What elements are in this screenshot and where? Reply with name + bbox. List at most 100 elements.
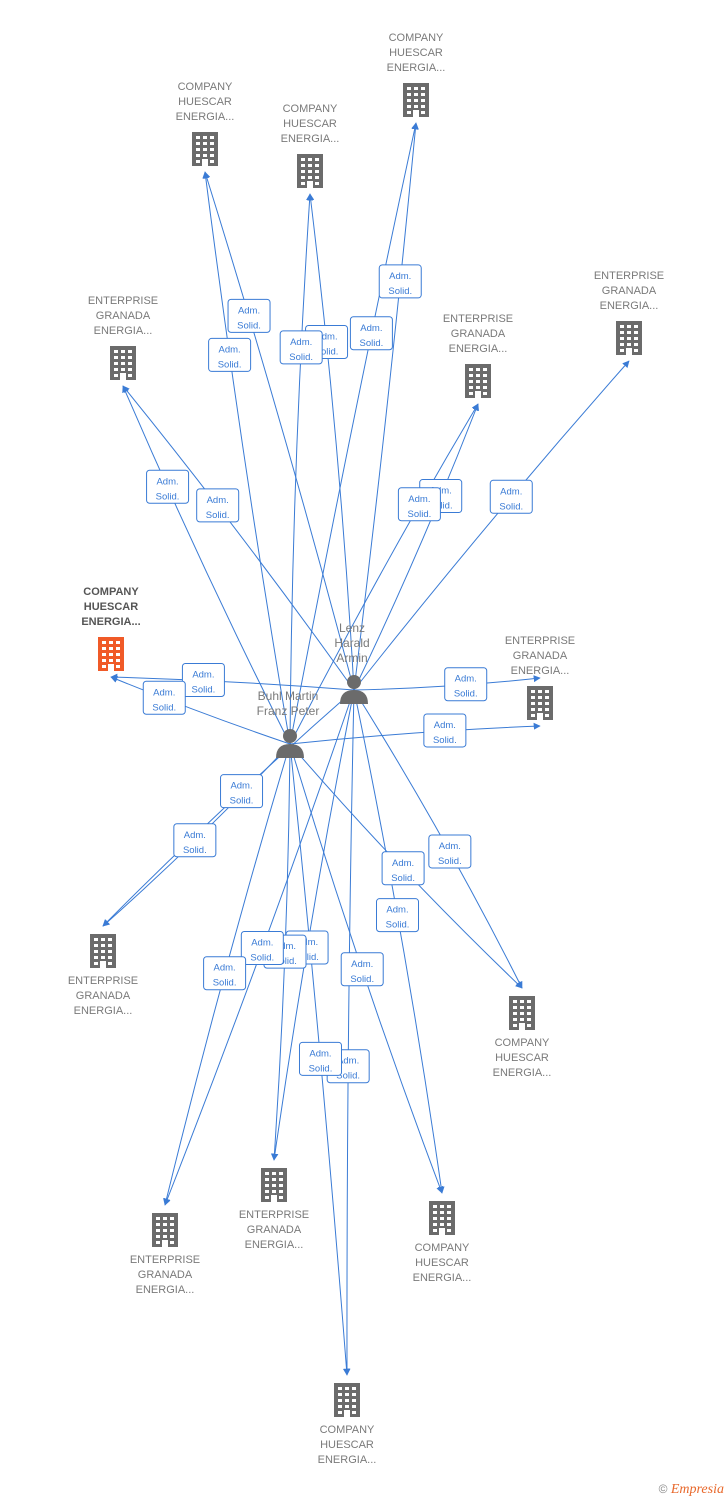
building-icon[interactable]	[429, 1201, 455, 1235]
edge-label[interactable]: Adm.Solid.	[181, 663, 225, 698]
edge-label-box	[376, 898, 420, 933]
edge-label-box	[378, 264, 422, 299]
company-label: ENERGIA...	[81, 616, 140, 628]
company-node[interactable]: COMPANYHUESCARENERGIA...	[493, 996, 552, 1079]
edge-label[interactable]: Adm.Solid.	[298, 1041, 342, 1076]
building-icon[interactable]	[403, 83, 429, 117]
building-icon[interactable]	[465, 364, 491, 398]
edge-label-box	[181, 663, 225, 698]
edge-label-text: Adm.	[315, 332, 337, 343]
company-label: ENERGIA...	[449, 343, 508, 355]
company-label: ENERGIA...	[94, 325, 153, 337]
edge-label[interactable]: Adm.Solid.	[220, 774, 264, 809]
edge-label-box	[208, 337, 252, 372]
edge-label-text: Solid.	[156, 491, 180, 502]
edge-label-text: Solid.	[289, 352, 313, 363]
edge-label[interactable]: Adm.Solid.	[227, 298, 271, 333]
company-node[interactable]: COMPANYHUESCARENERGIA...	[176, 81, 235, 166]
edge-label[interactable]: Adm.Solid.	[279, 330, 323, 365]
building-icon[interactable]	[98, 637, 124, 671]
company-label: ENTERPRISE	[443, 313, 513, 325]
edge-label[interactable]: Adm.Solid.	[376, 898, 420, 933]
building-icon[interactable]	[527, 686, 553, 720]
edge-label[interactable]: Adm.Solid.	[146, 469, 190, 504]
edge-label-text: Adm.	[238, 305, 260, 316]
edge-label[interactable]: Adm.Solid.	[381, 851, 425, 886]
edge-label-box	[173, 823, 217, 858]
edge-label-text: Solid.	[408, 509, 432, 520]
company-node[interactable]: COMPANYHUESCARENERGIA...	[387, 32, 446, 117]
edge-label-box	[298, 1041, 342, 1076]
edge-label[interactable]: Adm. Solid.	[240, 931, 284, 966]
edge-label[interactable]: Adm.Solid.	[423, 713, 467, 748]
edge-label[interactable]: Adm.Solid.	[444, 667, 488, 702]
edge-label-text: Adm.	[408, 494, 430, 505]
company-node[interactable]: COMPANYHUESCARENERGIA...	[281, 103, 340, 188]
edge-label-text: Solid.	[360, 338, 384, 349]
edge-label[interactable]: Adm.Solid.	[203, 956, 247, 991]
edge-label-text: Solid.	[315, 347, 339, 358]
building-icon[interactable]	[110, 346, 136, 380]
edge-label-text: Adm.	[500, 486, 522, 497]
building-icon[interactable]	[192, 132, 218, 166]
building-icon[interactable]	[90, 934, 116, 968]
building-icon[interactable]	[261, 1168, 287, 1202]
building-icon[interactable]	[509, 996, 535, 1030]
company-node[interactable]: ENTERPRISEGRANADAENERGIA...	[443, 313, 513, 398]
building-icon[interactable]	[152, 1213, 178, 1247]
edge-label[interactable]: Adm.Solid.	[378, 264, 422, 299]
company-node[interactable]: ENTERPRISEGRANADAENERGIA...	[130, 1213, 200, 1296]
edge-label[interactable]: Adm.Solid.	[349, 316, 393, 351]
company-label: HUESCAR	[178, 96, 232, 108]
edge-line	[202, 171, 291, 745]
edge-label[interactable]: Adm.Solid.	[173, 823, 217, 858]
company-node[interactable]: ENTERPRISEGRANADAENERGIA...	[88, 295, 158, 380]
building-icon[interactable]	[334, 1383, 360, 1417]
company-node[interactable]: ENTERPRISEGRANADAENERGIA...	[68, 934, 138, 1017]
company-label: GRANADA	[513, 650, 568, 662]
edge-label[interactable]: Adm.Solid.	[340, 952, 384, 987]
building-icon[interactable]	[616, 321, 642, 355]
edge-label-text: Solid.	[433, 735, 457, 746]
company-label: GRANADA	[138, 1269, 193, 1281]
company-label: ENERGIA...	[413, 1272, 472, 1284]
copyright-symbol: ©	[658, 1482, 668, 1496]
edge-label-text: Adm.	[251, 938, 273, 949]
edge-label-text: Solid.	[499, 501, 523, 512]
edge-label-box	[227, 298, 271, 333]
edge-line	[271, 689, 355, 1161]
edge-label[interactable]: Adm. Solid.	[397, 487, 441, 522]
edge-label-text: Solid.	[388, 286, 412, 297]
person-icon[interactable]	[276, 729, 304, 758]
edge-labels-layer: Adm.Solid.Adm.Solid.Adm.Solid.Adm.Solid.…	[142, 264, 533, 1084]
edge-label-box	[142, 680, 186, 715]
edge-line	[122, 385, 355, 691]
edge-label-box	[381, 851, 425, 886]
company-node[interactable]: ENTERPRISEGRANADAENERGIA...	[239, 1168, 309, 1251]
edge-label-text: Adm.	[274, 941, 296, 952]
edge-label[interactable]: Adm.Solid.	[428, 834, 472, 869]
edge-label[interactable]: Adm.Solid.	[196, 488, 240, 523]
edge-label-text: Solid.	[192, 685, 216, 696]
person-icon[interactable]	[340, 675, 368, 704]
company-label: ENERGIA...	[511, 665, 570, 677]
edge-label[interactable]: Adm. Solid.	[489, 479, 533, 514]
edge-label[interactable]: Adm.Solid.	[142, 680, 186, 715]
edge-label[interactable]: Adm.Solid.	[208, 337, 252, 372]
edge-label-text: Adm.	[386, 905, 408, 916]
edge-label-text: Solid.	[250, 953, 274, 964]
edge-line	[203, 171, 355, 691]
edge-line	[353, 689, 445, 1194]
company-node[interactable]: ENTERPRISEGRANADAENERGIA...	[505, 635, 575, 720]
company-node[interactable]: COMPANYHUESCARENERGIA...	[81, 586, 141, 671]
company-label: HUESCAR	[320, 1439, 374, 1451]
edge-label-text: Solid.	[183, 845, 207, 856]
company-node[interactable]: COMPANYHUESCARENERGIA...	[318, 1383, 377, 1466]
company-node[interactable]: COMPANYHUESCARENERGIA...	[413, 1201, 472, 1284]
edge-line	[289, 722, 541, 745]
building-icon[interactable]	[297, 154, 323, 188]
brand-logo-text[interactable]: Empresia	[670, 1482, 724, 1497]
company-node[interactable]: ENTERPRISEGRANADAENERGIA...	[594, 270, 664, 355]
